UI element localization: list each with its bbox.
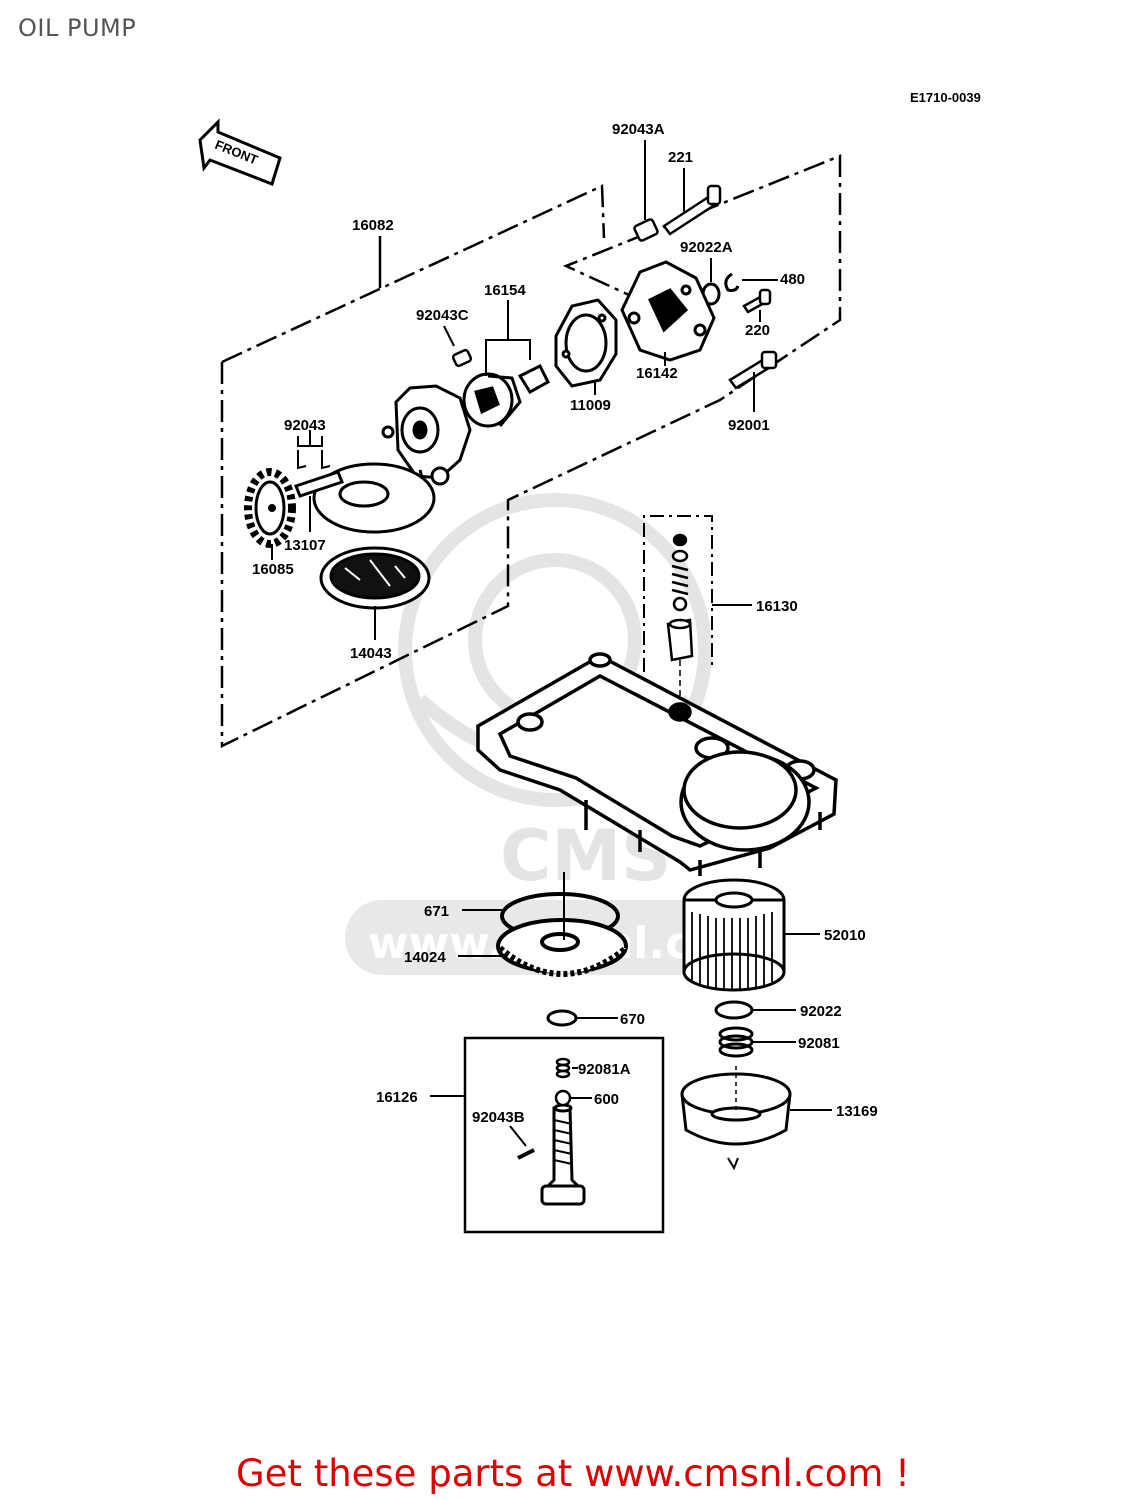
screen-14043-icon bbox=[319, 546, 431, 610]
part-label-14043: 14043 bbox=[350, 645, 392, 662]
adapter-14024-icon bbox=[496, 918, 628, 977]
part-label-600: 600 bbox=[594, 1091, 619, 1108]
part-label-92001: 92001 bbox=[728, 417, 770, 434]
oring-670-icon bbox=[546, 1009, 578, 1027]
part-label-92043c: 92043C bbox=[416, 307, 469, 324]
washer-92022-icon bbox=[714, 1000, 754, 1020]
bypass-valve-16126-icon bbox=[540, 1103, 586, 1206]
clip-480-icon bbox=[724, 272, 740, 292]
relief-valve-16130-icon bbox=[666, 533, 694, 662]
part-label-16126: 16126 bbox=[376, 1089, 418, 1106]
sprocket-16085-icon bbox=[244, 468, 296, 548]
part-label-16142: 16142 bbox=[636, 365, 678, 382]
part-label-220: 220 bbox=[745, 322, 770, 339]
part-label-13107: 13107 bbox=[284, 537, 326, 554]
part-label-670: 670 bbox=[620, 1011, 645, 1028]
footer-link[interactable]: Get these parts at www.cmsnl.com ! bbox=[235, 1452, 910, 1495]
spring-92081a-icon bbox=[555, 1057, 571, 1079]
part-label-671: 671 bbox=[424, 903, 449, 920]
part-label-16130: 16130 bbox=[756, 598, 798, 615]
part-label-14024: 14024 bbox=[404, 949, 446, 966]
part-label-16082: 16082 bbox=[352, 217, 394, 234]
part-label-11009: 11009 bbox=[570, 397, 611, 414]
relief-valve-kit-frame bbox=[643, 515, 713, 672]
gasket-11009-icon bbox=[554, 298, 618, 388]
dowel-92043c-icon bbox=[451, 348, 473, 368]
part-label-52010: 52010 bbox=[824, 927, 866, 944]
diagram-code: E1710-0039 bbox=[910, 90, 981, 105]
pin-92043b-icon bbox=[517, 1148, 535, 1160]
part-label-480: 480 bbox=[780, 271, 805, 288]
part-label-92043: 92043 bbox=[284, 417, 326, 434]
pin-92043-icon bbox=[297, 450, 331, 470]
leader-16154 bbox=[485, 339, 531, 376]
ball-600-icon bbox=[554, 1089, 572, 1107]
part-label-92081a: 92081A bbox=[578, 1061, 631, 1078]
front-arrow-icon bbox=[198, 118, 282, 186]
part-label-16085: 16085 bbox=[252, 561, 294, 578]
bolt-221-icon bbox=[662, 184, 722, 236]
pump-cover-16142-icon bbox=[620, 260, 716, 362]
strainer-pickup-icon bbox=[312, 462, 436, 534]
bolt-220-icon bbox=[742, 288, 772, 314]
bolt-92001-icon bbox=[728, 350, 778, 390]
rotor-set-16154-icon bbox=[462, 363, 550, 428]
part-label-13169: 13169 bbox=[836, 1103, 878, 1120]
part-label-16154: 16154 bbox=[484, 282, 526, 299]
shaft-13107-icon bbox=[294, 470, 344, 498]
part-label-92043a: 92043A bbox=[612, 121, 665, 138]
part-label-92022a: 92022A bbox=[680, 239, 733, 256]
dowel-92043a-icon bbox=[633, 218, 659, 242]
oil-filter-52010-icon bbox=[682, 878, 786, 992]
oil-pump-body-icon bbox=[381, 384, 472, 486]
part-label-92043b: 92043B bbox=[472, 1109, 525, 1126]
pump-callout-frame bbox=[220, 154, 842, 749]
page-title: OIL PUMP bbox=[18, 14, 137, 42]
part-label-221: 221 bbox=[668, 149, 693, 166]
spring-92081-icon bbox=[718, 1026, 754, 1058]
oil-pan-icon bbox=[476, 652, 838, 876]
bypass-valve-frame bbox=[463, 1036, 665, 1234]
part-label-92022: 92022 bbox=[800, 1003, 842, 1020]
part-label-92081: 92081 bbox=[798, 1035, 840, 1052]
